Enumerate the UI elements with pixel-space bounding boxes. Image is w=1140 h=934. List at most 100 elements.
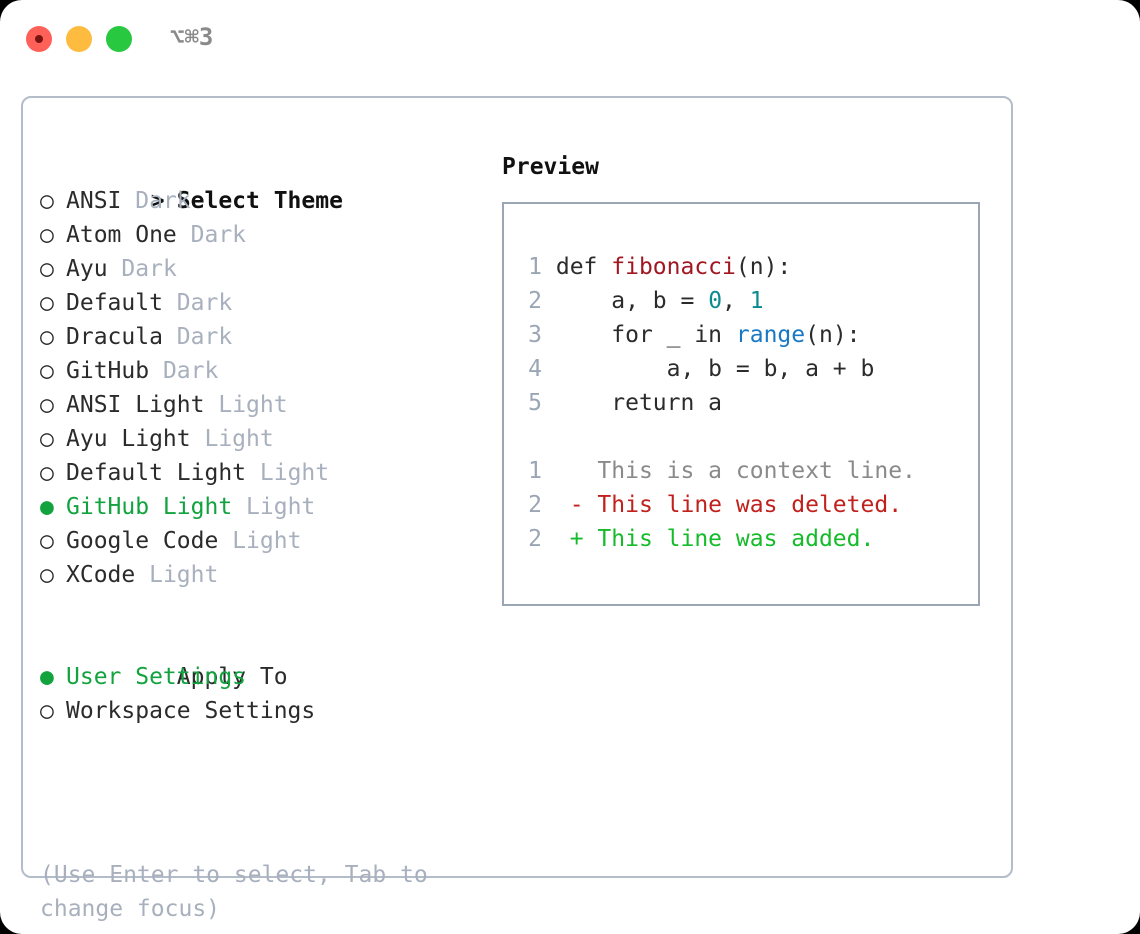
- line-number-gap: [542, 390, 556, 416]
- code-token: 1: [749, 288, 764, 314]
- theme-list-item[interactable]: ○Default Light Light: [40, 456, 480, 490]
- diff-line: 2 + This line was added.: [514, 522, 974, 556]
- page-title: Select Theme: [176, 188, 343, 214]
- theme-variant-badge: Dark: [121, 256, 177, 282]
- radio-unselected-icon[interactable]: ○: [40, 460, 54, 486]
- prompt-caret-icon: >: [150, 188, 165, 214]
- line-number: 4: [528, 356, 542, 382]
- radio-selected-icon[interactable]: ●: [40, 664, 54, 690]
- theme-name-gap: [204, 392, 218, 418]
- preview-label: Preview: [502, 154, 599, 180]
- apply-to-option[interactable]: ●User Settings: [40, 660, 480, 694]
- theme-variant-badge: Light: [259, 460, 330, 486]
- radio-unselected-icon[interactable]: ○: [40, 528, 54, 554]
- code-token: 0: [708, 288, 723, 314]
- theme-name-gap: [232, 494, 246, 520]
- theme-name-gap: [149, 358, 163, 384]
- radio-unselected-icon[interactable]: ○: [40, 324, 54, 350]
- code-token: fibonacci: [611, 254, 736, 280]
- theme-list-item[interactable]: ●GitHub Light Light: [40, 490, 480, 524]
- radio-unselected-icon[interactable]: ○: [40, 222, 54, 248]
- theme-variant-badge: Light: [149, 562, 219, 588]
- line-number: 5: [528, 390, 542, 416]
- diff-lines: 1 This is a context line.2 - This line w…: [514, 454, 974, 556]
- theme-list-item[interactable]: ○Atom One Dark: [40, 218, 480, 252]
- diff-marker: [570, 458, 598, 484]
- radio-unselected-icon[interactable]: ○: [40, 290, 54, 316]
- keyboard-hint: (Use Enter to select, Tab to change focu…: [40, 862, 428, 922]
- line-number-gap: [542, 492, 570, 518]
- theme-name-gap: [218, 528, 232, 554]
- apply-to-header: Apply To: [40, 626, 480, 690]
- theme-variant-badge: Light: [232, 528, 302, 554]
- theme-list-item[interactable]: ○XCode Light: [40, 558, 480, 592]
- code-token: a, b = b, a + b: [555, 356, 875, 382]
- minimize-button[interactable]: [66, 26, 92, 52]
- line-number-gap: [542, 322, 556, 348]
- apply-to-header-label: Apply To: [176, 664, 288, 690]
- theme-name-gap: [191, 426, 205, 452]
- radio-unselected-icon[interactable]: ○: [40, 188, 54, 214]
- theme-variant-badge: Light: [204, 426, 274, 452]
- theme-variant-badge: Dark: [135, 188, 191, 214]
- radio-unselected-icon[interactable]: ○: [40, 698, 54, 724]
- diff-line: 1 This is a context line.: [514, 454, 974, 488]
- theme-name: ANSI Light: [66, 392, 205, 418]
- theme-list-item[interactable]: ○ Default Dark: [40, 286, 480, 320]
- line-number: 3: [528, 322, 542, 348]
- code-token: (n):: [805, 322, 861, 348]
- line-number-gap: [542, 254, 556, 280]
- theme-name: Dracula: [66, 324, 163, 350]
- apply-to-list[interactable]: ●User Settings ○ Workspace Settings: [40, 660, 480, 728]
- code-token: return a: [555, 390, 723, 416]
- radio-selected-icon[interactable]: ●: [40, 494, 54, 520]
- theme-list-item[interactable]: ○Dracula Dark: [40, 320, 480, 354]
- radio-unselected-icon[interactable]: ○: [40, 358, 54, 384]
- line-number: 2: [528, 526, 542, 552]
- theme-name: Default: [66, 290, 163, 316]
- window-title: ⌥⌘3: [170, 23, 214, 51]
- theme-name-gap: [135, 562, 149, 588]
- theme-name-gap: [108, 256, 122, 282]
- line-number: 2: [528, 288, 542, 314]
- code-token: for _ in: [555, 322, 736, 348]
- code-line: 3 for _ in range(n):: [514, 318, 974, 352]
- radio-unselected-icon[interactable]: ○: [40, 562, 54, 588]
- apply-to-option-label: Workspace Settings: [66, 698, 316, 724]
- radio-unselected-icon[interactable]: ○: [40, 426, 54, 452]
- maximize-button[interactable]: [106, 26, 132, 52]
- code-line: 4 a, b = b, a + b: [514, 352, 974, 386]
- apply-to-option[interactable]: ○ Workspace Settings: [40, 694, 480, 728]
- section-spacer: [40, 592, 480, 626]
- theme-name: GitHub Light: [66, 494, 233, 520]
- theme-name: Ayu Light: [66, 426, 191, 452]
- code-token: (n):: [735, 254, 792, 280]
- theme-list-item[interactable]: ○Google Code Light: [40, 524, 480, 558]
- theme-list-item[interactable]: ○GitHub Dark: [40, 354, 480, 388]
- theme-name-gap: [121, 188, 135, 214]
- diff-line: 2 - This line was deleted.: [514, 488, 974, 522]
- theme-name-gap: [246, 460, 260, 486]
- theme-picker-header: > Select Theme: [40, 150, 480, 214]
- line-number: 1: [528, 254, 542, 280]
- diff-marker: +: [569, 526, 598, 552]
- theme-variant-badge: Dark: [190, 222, 247, 248]
- theme-list-item[interactable]: ○ANSI Light Light: [40, 388, 480, 422]
- code-line: 5 return a: [514, 386, 974, 420]
- theme-list[interactable]: ○ANSI Dark○Atom One Dark○Ayu Dark○Defaul…: [40, 184, 480, 592]
- theme-list-item[interactable]: ○ ANSI Dark: [40, 184, 480, 218]
- radio-unselected-icon[interactable]: ○: [40, 256, 54, 282]
- theme-list-item[interactable]: ○Ayu Dark: [40, 252, 480, 286]
- theme-name-gap: [163, 290, 177, 316]
- code-token: range: [735, 322, 806, 348]
- title-bar: ⌥⌘3: [0, 0, 1140, 78]
- code-token: a, b =: [555, 288, 709, 314]
- theme-variant-badge: Dark: [176, 290, 233, 316]
- theme-name: ANSI: [66, 188, 122, 214]
- code-diff-spacer: [514, 420, 974, 454]
- line-number-gap: [542, 458, 570, 484]
- radio-unselected-icon[interactable]: ○: [40, 392, 54, 418]
- theme-list-item[interactable]: ○ Ayu Light Light: [40, 422, 480, 456]
- theme-name-gap: [177, 222, 191, 248]
